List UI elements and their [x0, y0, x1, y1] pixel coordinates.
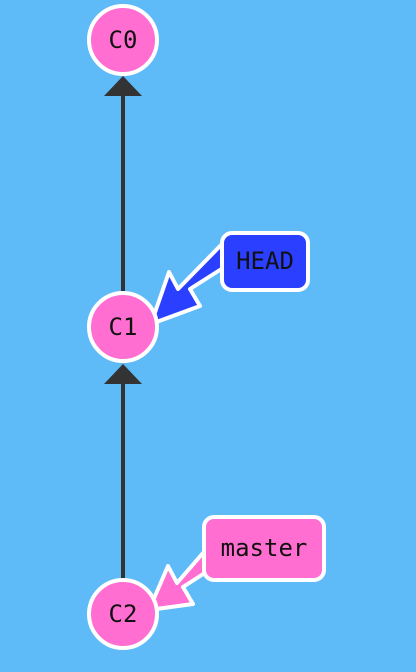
arrowhead-to-c0 [104, 76, 142, 96]
ref-head[interactable]: HEAD [220, 231, 310, 292]
head-ref-label: HEAD [236, 247, 294, 275]
arrowhead-to-c1 [104, 364, 142, 384]
commit-label: C0 [109, 26, 138, 54]
master-ref-box[interactable] [202, 515, 326, 582]
commit-c1[interactable]: C1 [87, 291, 159, 363]
commit-node[interactable] [87, 4, 159, 76]
commit-label: C2 [109, 600, 138, 628]
commit-node[interactable] [87, 578, 159, 650]
head-ref-box[interactable] [220, 231, 310, 292]
commit-c0[interactable]: C0 [87, 4, 159, 76]
ref-master[interactable]: master [202, 515, 326, 582]
commit-c2[interactable]: C2 [87, 578, 159, 650]
commit-label: C1 [109, 313, 138, 341]
commit-edges [104, 76, 142, 580]
commit-node[interactable] [87, 291, 159, 363]
master-ref-label: master [221, 534, 308, 562]
